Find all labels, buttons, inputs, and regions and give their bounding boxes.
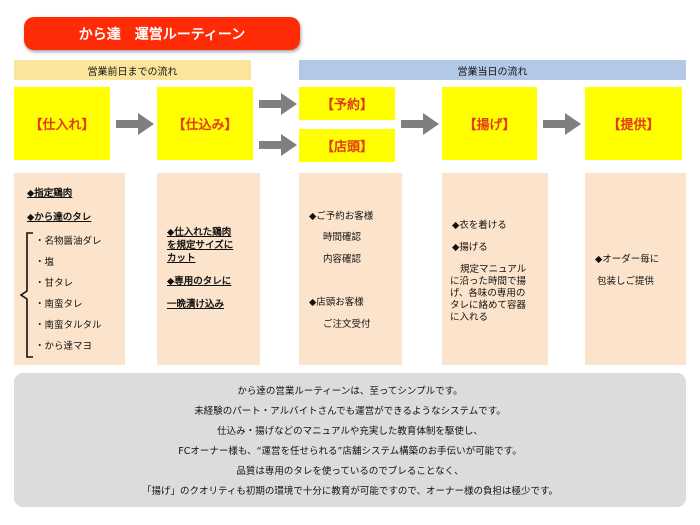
phase-bar-pre: 営業前日までの流れ [14, 60, 251, 80]
step-teikyo: 【提供】 [585, 87, 682, 160]
arrow-right-icon [543, 113, 581, 135]
sauce-item: ・南蛮タルタル [35, 320, 102, 331]
panel-age: ◆衣を着ける ◆揚げる 規定マニュアル に沿った時間で揚 げ、各味の専用の タレ… [442, 173, 548, 365]
panel-shiire-heading-sauce: ◆から達のタレ [27, 212, 92, 223]
panel-age-para: に沿った時間で揚 [450, 276, 527, 287]
step-tento: 【店頭】 [299, 129, 395, 162]
panel-teikyo: ◆オーダー毎に 包装しご提供 [585, 173, 686, 365]
arrow-right-icon [401, 113, 439, 135]
arrow-right-icon [259, 134, 297, 156]
panel-age-para: げ、各味の専用の [450, 288, 526, 299]
summary-line: 仕込み・揚げなどのマニュアルや充実した教育体制を駆使し、 [217, 426, 483, 437]
panel-age-para: 規定マニュアル [460, 264, 527, 275]
panel-shikomi-line: を規定サイズに [167, 240, 234, 251]
panel-age-para: タレに絡めて容器 [450, 300, 527, 311]
summary-line: から達の営業ルーティーンは、至ってシンプルです。 [237, 386, 463, 397]
panel-teikyo-line: 包装しご提供 [597, 276, 655, 287]
sauce-item: ・から達マヨ [35, 341, 93, 352]
panel-shiire-heading-chicken: ◆指定鶏肉 [27, 188, 73, 199]
brace-icon [19, 232, 33, 358]
sauce-item: ・甘タレ [35, 278, 74, 289]
step-yoyaku: 【予約】 [299, 87, 395, 120]
panel-yoyaku-line: 時間確認 [323, 232, 362, 243]
panel-teikyo-line: ◆オーダー毎に [595, 254, 660, 265]
page-title: から達 運営ルーティーン [24, 17, 300, 50]
sauce-item: ・南蛮タレ [35, 299, 83, 310]
panel-shikomi-line: ◆専用のタレに [167, 276, 232, 287]
summary-line: 「揚げ」のクオリティも初期の環境で十分に教育が可能ですので、オーナー様の負担は極… [141, 486, 559, 497]
panel-shikomi: ◆仕入れた鶏肉 を規定サイズに カット ◆専用のタレに 一晩漬け込み [157, 173, 260, 365]
panel-tento-line: ◆店頭お客様 [309, 297, 364, 308]
panel-shikomi-line: ◆仕入れた鶏肉 [167, 227, 232, 238]
summary-line: 品質は専用のタレを使っているのでブレることなく、 [236, 466, 464, 477]
panel-age-line: ◆揚げる [452, 242, 488, 253]
sauce-item: ・塩 [35, 257, 55, 268]
panel-yoyaku-tento: ◆ご予約お客様 時間確認 内容確認 ◆店頭お客様 ご注文受付 [299, 173, 402, 365]
phase-bar-day: 営業当日の流れ [299, 60, 686, 80]
summary-line: FCオーナー様も、“運営を任せられる”店舗システム構築のお手伝いが可能です。 [178, 446, 522, 457]
panel-tento-line: ご注文受付 [323, 319, 371, 330]
panel-shikomi-line: カット [167, 253, 196, 264]
sauce-item: ・名物醤油ダレ [35, 236, 102, 247]
step-shikomi: 【仕込み】 [157, 87, 253, 160]
panel-age-para: に入れる [450, 312, 489, 323]
panel-shikomi-line: 一晩漬け込み [167, 299, 225, 310]
panel-yoyaku-line: 内容確認 [323, 254, 362, 265]
arrow-right-icon [116, 113, 154, 135]
step-shiire: 【仕入れ】 [14, 87, 110, 160]
summary-box: から達の営業ルーティーンは、至ってシンプルです。 未経験のパート・アルバイトさん… [14, 373, 686, 507]
summary-line: 未経験のパート・アルバイトさんでも運営ができるようなシステムです。 [194, 406, 506, 417]
panel-age-line: ◆衣を着ける [452, 220, 507, 231]
panel-shiire: ◆指定鶏肉 ◆から達のタレ ・名物醤油ダレ ・塩 ・甘タレ ・南蛮タレ ・南蛮タ… [14, 173, 125, 365]
arrow-right-icon [259, 93, 297, 115]
panel-yoyaku-line: ◆ご予約お客様 [309, 211, 374, 222]
step-age: 【揚げ】 [442, 87, 537, 160]
